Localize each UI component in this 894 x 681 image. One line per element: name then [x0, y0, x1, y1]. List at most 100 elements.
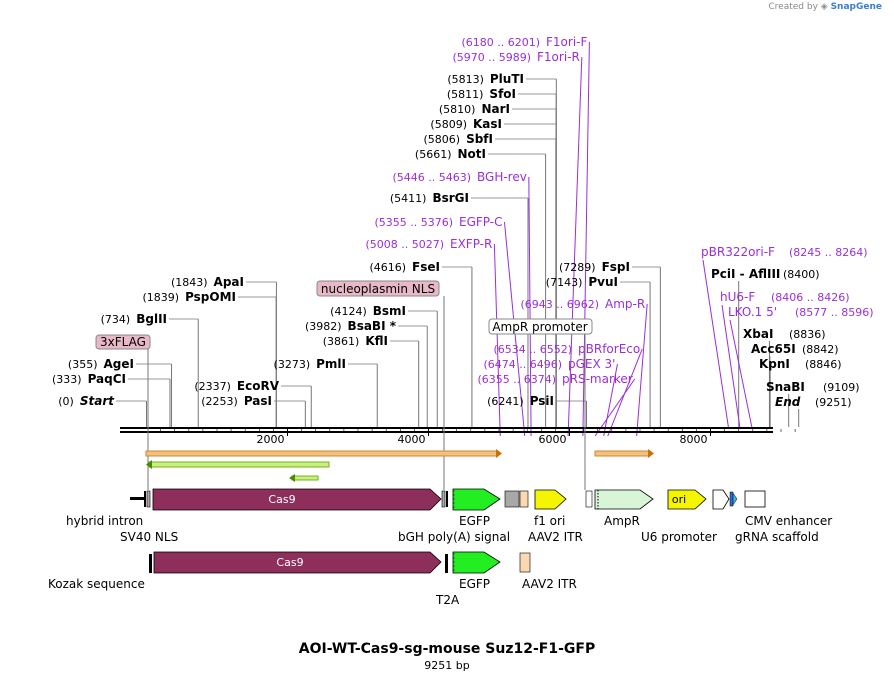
site-name: PasI	[244, 394, 272, 408]
snapgene-watermark: Created by ◈ SnapGene	[768, 2, 882, 12]
site-name: PluTI	[490, 72, 524, 86]
site-name: SfoI	[489, 87, 516, 101]
cas9-feature-2[interactable]	[153, 551, 442, 574]
axis-tick-label: 6000	[539, 433, 567, 446]
primer-connector	[594, 378, 636, 437]
site-position: (8400)	[783, 268, 820, 281]
site-position: (4124)	[330, 305, 367, 318]
primer-range: (5970 .. 5989)	[452, 51, 531, 64]
primer-range: (6534 .. 6552)	[493, 343, 572, 356]
site-name: EcoRV	[237, 379, 280, 393]
primer-name: EXFP-R	[450, 237, 492, 251]
primer-range: (5008 .. 5027)	[365, 238, 444, 251]
feature-row-1: Cas9 ori	[130, 488, 766, 511]
primer-name: F1ori-R	[537, 50, 580, 64]
primer-range: (6180 .. 6201)	[461, 36, 540, 49]
site-connector-lines	[116, 78, 800, 427]
feature-row-2-labels: Kozak sequence T2A EGFP AAV2 ITR	[48, 577, 577, 607]
cmv-enhancer-feature	[744, 490, 766, 508]
site-name: AgeI	[104, 357, 134, 371]
site-name: PaqCI	[88, 372, 126, 386]
ampr-feature[interactable]	[594, 489, 654, 510]
site-name: PmlI	[316, 357, 346, 371]
site-position: (9109)	[823, 381, 860, 394]
f1-ori-feature[interactable]	[534, 489, 567, 510]
nls-callout[interactable]: nucleoplasmin NLS	[316, 280, 445, 490]
flag-callout-label: 3xFLAG	[100, 335, 146, 349]
grna-scaffold-feature	[729, 491, 734, 507]
egfp-feature[interactable]	[452, 488, 501, 511]
primer-connector	[528, 176, 532, 437]
bgh-polya-label: bGH poly(A) signal	[398, 530, 510, 544]
site-name: NotI	[458, 147, 487, 161]
site-name: BsaBI *	[348, 319, 397, 333]
primer-name: EGFP-C	[459, 215, 502, 229]
site-position: (3273)	[274, 358, 311, 371]
sv40-nls-label: SV40 NLS	[120, 530, 178, 544]
ori-feature[interactable]	[667, 489, 707, 510]
primer-name: LKO.1 5'	[728, 305, 777, 319]
egfp-feature-2[interactable]	[452, 551, 501, 574]
axis-tick-label: 2000	[257, 433, 285, 446]
site-position: (3861)	[323, 335, 360, 348]
u6-promoter-label: U6 promoter	[641, 530, 717, 544]
site-name: BsrGI	[432, 191, 469, 205]
site-name: BglII	[136, 312, 167, 326]
watermark-prefix: Created by	[768, 2, 818, 12]
site-position: (5806)	[424, 133, 461, 146]
ampr-promoter-feature	[585, 490, 593, 508]
site-position: (5813)	[447, 73, 484, 86]
axis-tick-label: 8000	[680, 433, 708, 446]
primer-connector	[636, 303, 648, 437]
feature-row-2: Cas9	[149, 551, 531, 574]
ampr-promoter-callout[interactable]: AmpR promoter	[488, 318, 593, 490]
site-position: (2253)	[201, 395, 238, 408]
site-name: XbaI	[743, 327, 773, 341]
site-name: Acc65I	[751, 342, 796, 356]
site-name: FseI	[412, 260, 440, 274]
primer-range: (8406 .. 8426)	[771, 291, 850, 304]
site-name: SnaBI	[766, 380, 805, 394]
primer-connector	[582, 41, 590, 437]
primer-range: (5355 .. 5376)	[374, 216, 453, 229]
primer-name: pRS-marker	[562, 372, 633, 386]
aav2-itr-feature	[519, 490, 529, 508]
primer-name: BGH-rev	[477, 170, 527, 184]
flag-feature	[146, 490, 151, 508]
site-name: NarI	[481, 102, 510, 116]
sv40-nls-feature	[144, 491, 146, 507]
cas9-feature[interactable]	[152, 488, 442, 511]
site-position: (7143)	[546, 276, 583, 289]
site-name: PvuI	[588, 275, 618, 289]
t2a-label: T2A	[435, 593, 460, 607]
primer-name: pGEX 3'	[568, 357, 615, 371]
site-position: (333)	[52, 373, 82, 386]
aav2-itr-label: AAV2 ITR	[528, 530, 583, 544]
primer-name: pBRforEco	[578, 342, 640, 356]
orf-forward-2	[594, 449, 654, 458]
site-position: (5411)	[390, 192, 427, 205]
hybrid-intron-label: hybrid intron	[66, 514, 143, 528]
egfp-label-2: EGFP	[459, 577, 490, 591]
primer-range: (6474 .. 6496)	[483, 358, 562, 371]
site-position: (5811)	[447, 88, 484, 101]
site-position: (9251)	[815, 396, 852, 409]
u6-promoter-feature	[712, 489, 730, 510]
site-name: End	[775, 395, 801, 409]
plasmid-title: AOI-WT-Cas9-sg-mouse Suz12-F1-GFP	[298, 641, 596, 657]
site-position: (5661)	[415, 148, 452, 161]
primer-range: (8577 .. 8596)	[795, 306, 874, 319]
feature-row-1-labels: hybrid intron SV40 NLS bGH poly(A) signa…	[66, 514, 832, 544]
site-name: KasI	[473, 117, 502, 131]
site-position: (4616)	[369, 261, 406, 274]
primer-name: hU6-F	[720, 290, 755, 304]
lko-element-feature	[732, 492, 738, 506]
watermark-brand: SnapGene	[830, 2, 882, 12]
grna-scaffold-label: gRNA scaffold	[735, 530, 819, 544]
site-position: (8842)	[802, 343, 839, 356]
site-name: PciI - AflIII	[711, 267, 780, 281]
aav2-itr-feature-2	[519, 552, 531, 573]
site-position: (0)	[58, 395, 74, 408]
egfp-label: EGFP	[459, 514, 490, 528]
